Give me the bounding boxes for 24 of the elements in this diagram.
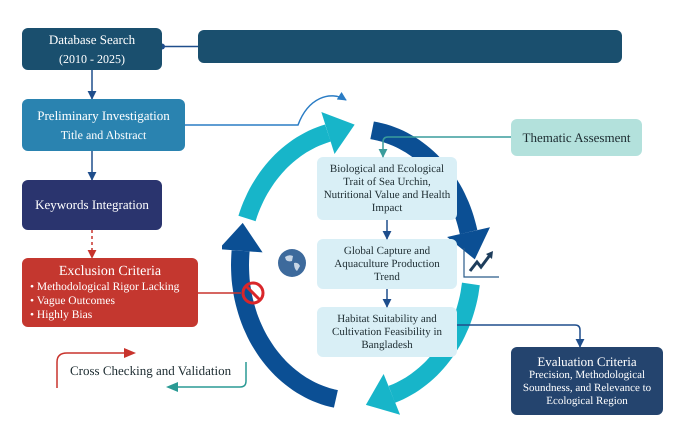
process-box: Database Search (2010 - 2025) — [22, 28, 162, 70]
box-heading: Exclusion Criteria — [58, 264, 162, 280]
bullet-item: • Vague Outcomes — [30, 294, 116, 308]
prohibition-sign — [241, 281, 265, 305]
process-box: Biological and Ecological Trait of Sea Urchin, Nutritional Value and Health Impact — [317, 157, 457, 220]
arrow — [457, 324, 584, 348]
bullet-item: • Highly Bias — [30, 308, 94, 322]
arrow — [88, 151, 96, 181]
process-box: Thematic Assesment — [511, 119, 642, 156]
bullet-item: • Methodological Rigor Lacking — [30, 280, 180, 294]
arrow — [382, 289, 392, 308]
note-text: Cross Checking and Validation — [70, 362, 232, 380]
process-box: Habitat Suitability and Cultivation Feasibility in Bangladesh — [317, 307, 457, 357]
process-box: Keywords Integration — [22, 180, 162, 230]
arrow — [185, 92, 347, 126]
arrow — [88, 70, 96, 100]
evaluation-box: Evaluation Criteria Precision, Methodological Soundness, and Relevance to Ecological Region — [511, 347, 663, 415]
process-box: Global Capture and Aquaculture Production Trend — [317, 239, 457, 289]
exclusion-box — [22, 258, 198, 327]
arrow — [378, 136, 511, 158]
database-list-box — [198, 30, 622, 63]
process-box: Preliminary Investigation Title and Abstract — [22, 99, 185, 151]
arrow — [382, 220, 392, 240]
arrow — [88, 230, 96, 259]
